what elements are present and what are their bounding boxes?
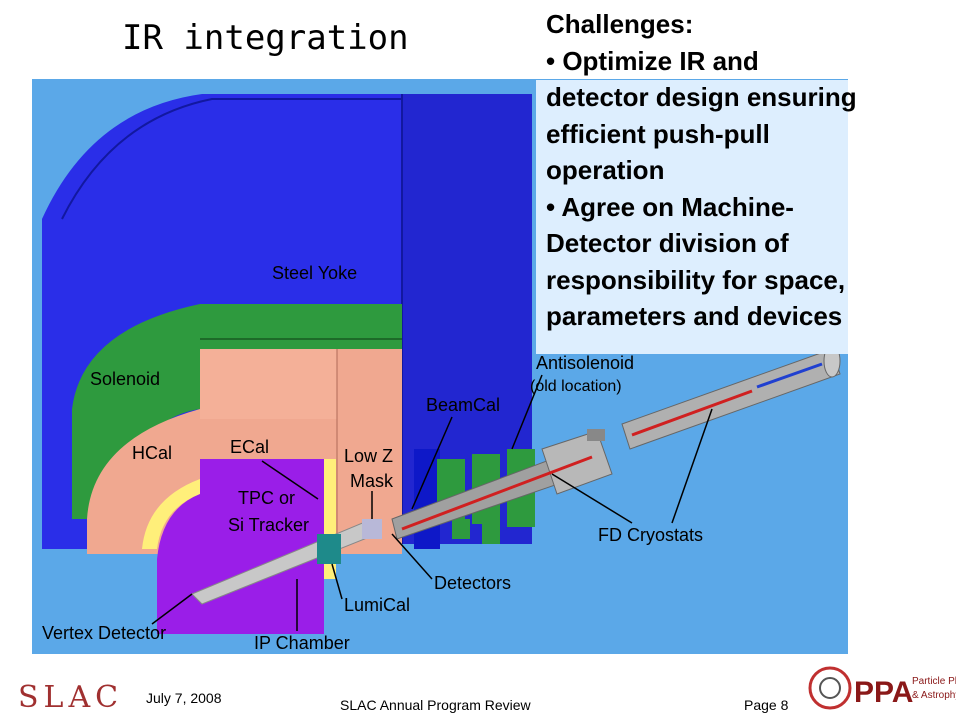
label-tpc-line2: Si Tracker bbox=[228, 515, 309, 535]
footer-date: July 7, 2008 bbox=[146, 690, 222, 706]
label-lumical: LumiCal bbox=[344, 595, 410, 615]
label-steel-yoke: Steel Yoke bbox=[272, 263, 357, 283]
challenges-heading: Challenges: bbox=[546, 9, 694, 39]
challenge-2-line-2: Detector division of bbox=[546, 228, 789, 258]
footer-page-number: Page 8 bbox=[744, 697, 789, 713]
challenges-callout-box bbox=[536, 80, 848, 354]
challenge-1-line-1: • Optimize IR and bbox=[546, 45, 759, 76]
slac-logo: SLAC bbox=[18, 680, 124, 715]
label-solenoid: Solenoid bbox=[90, 369, 160, 389]
leader-lines bbox=[151, 374, 713, 631]
challenge-1-line-3: efficient push-pull bbox=[546, 118, 770, 149]
ppa-text-2: & Astrophysics bbox=[912, 690, 956, 701]
label-beamcal: BeamCal bbox=[426, 395, 500, 415]
challenge-2-line-1: • Agree on Machine- bbox=[546, 191, 794, 222]
ppa-text-1: Particle Physics bbox=[912, 676, 956, 687]
challenge-2-line-3: responsibility for space, bbox=[546, 264, 846, 295]
label-ecal: ECal bbox=[230, 437, 269, 457]
tracker bbox=[157, 459, 324, 634]
challenge-1-line-2: detector design ensuring bbox=[546, 82, 857, 112]
label-old-location: (old location) bbox=[530, 378, 622, 395]
label-low-z-line2: Mask bbox=[350, 471, 394, 491]
challenges-text: Challenges: • Optimize IR and detector d… bbox=[546, 6, 857, 335]
label-ip-chamber: IP Chamber bbox=[254, 633, 350, 653]
label-detectors: Detectors bbox=[434, 573, 511, 593]
label-low-z-line1: Low Z bbox=[344, 446, 393, 466]
label-hcal: HCal bbox=[132, 443, 172, 463]
challenge-2-line-4: parameters and devices bbox=[546, 301, 843, 331]
challenge-1-line-4: operation bbox=[546, 155, 665, 185]
ppa-logo-text: PPA bbox=[854, 676, 913, 709]
ppa-logo: PPA Particle Physics & Astrophysics bbox=[806, 660, 960, 718]
label-tpc-line1: TPC or bbox=[238, 488, 295, 508]
slide-title: IR integration bbox=[122, 18, 409, 58]
beam-cone bbox=[191, 518, 382, 605]
footer-review-title: SLAC Annual Program Review bbox=[340, 697, 531, 713]
label-fd-cryostats: FD Cryostats bbox=[598, 525, 703, 545]
label-vertex-detector: Vertex Detector bbox=[42, 623, 166, 643]
label-antisolenoid: Antisolenoid bbox=[536, 353, 634, 373]
